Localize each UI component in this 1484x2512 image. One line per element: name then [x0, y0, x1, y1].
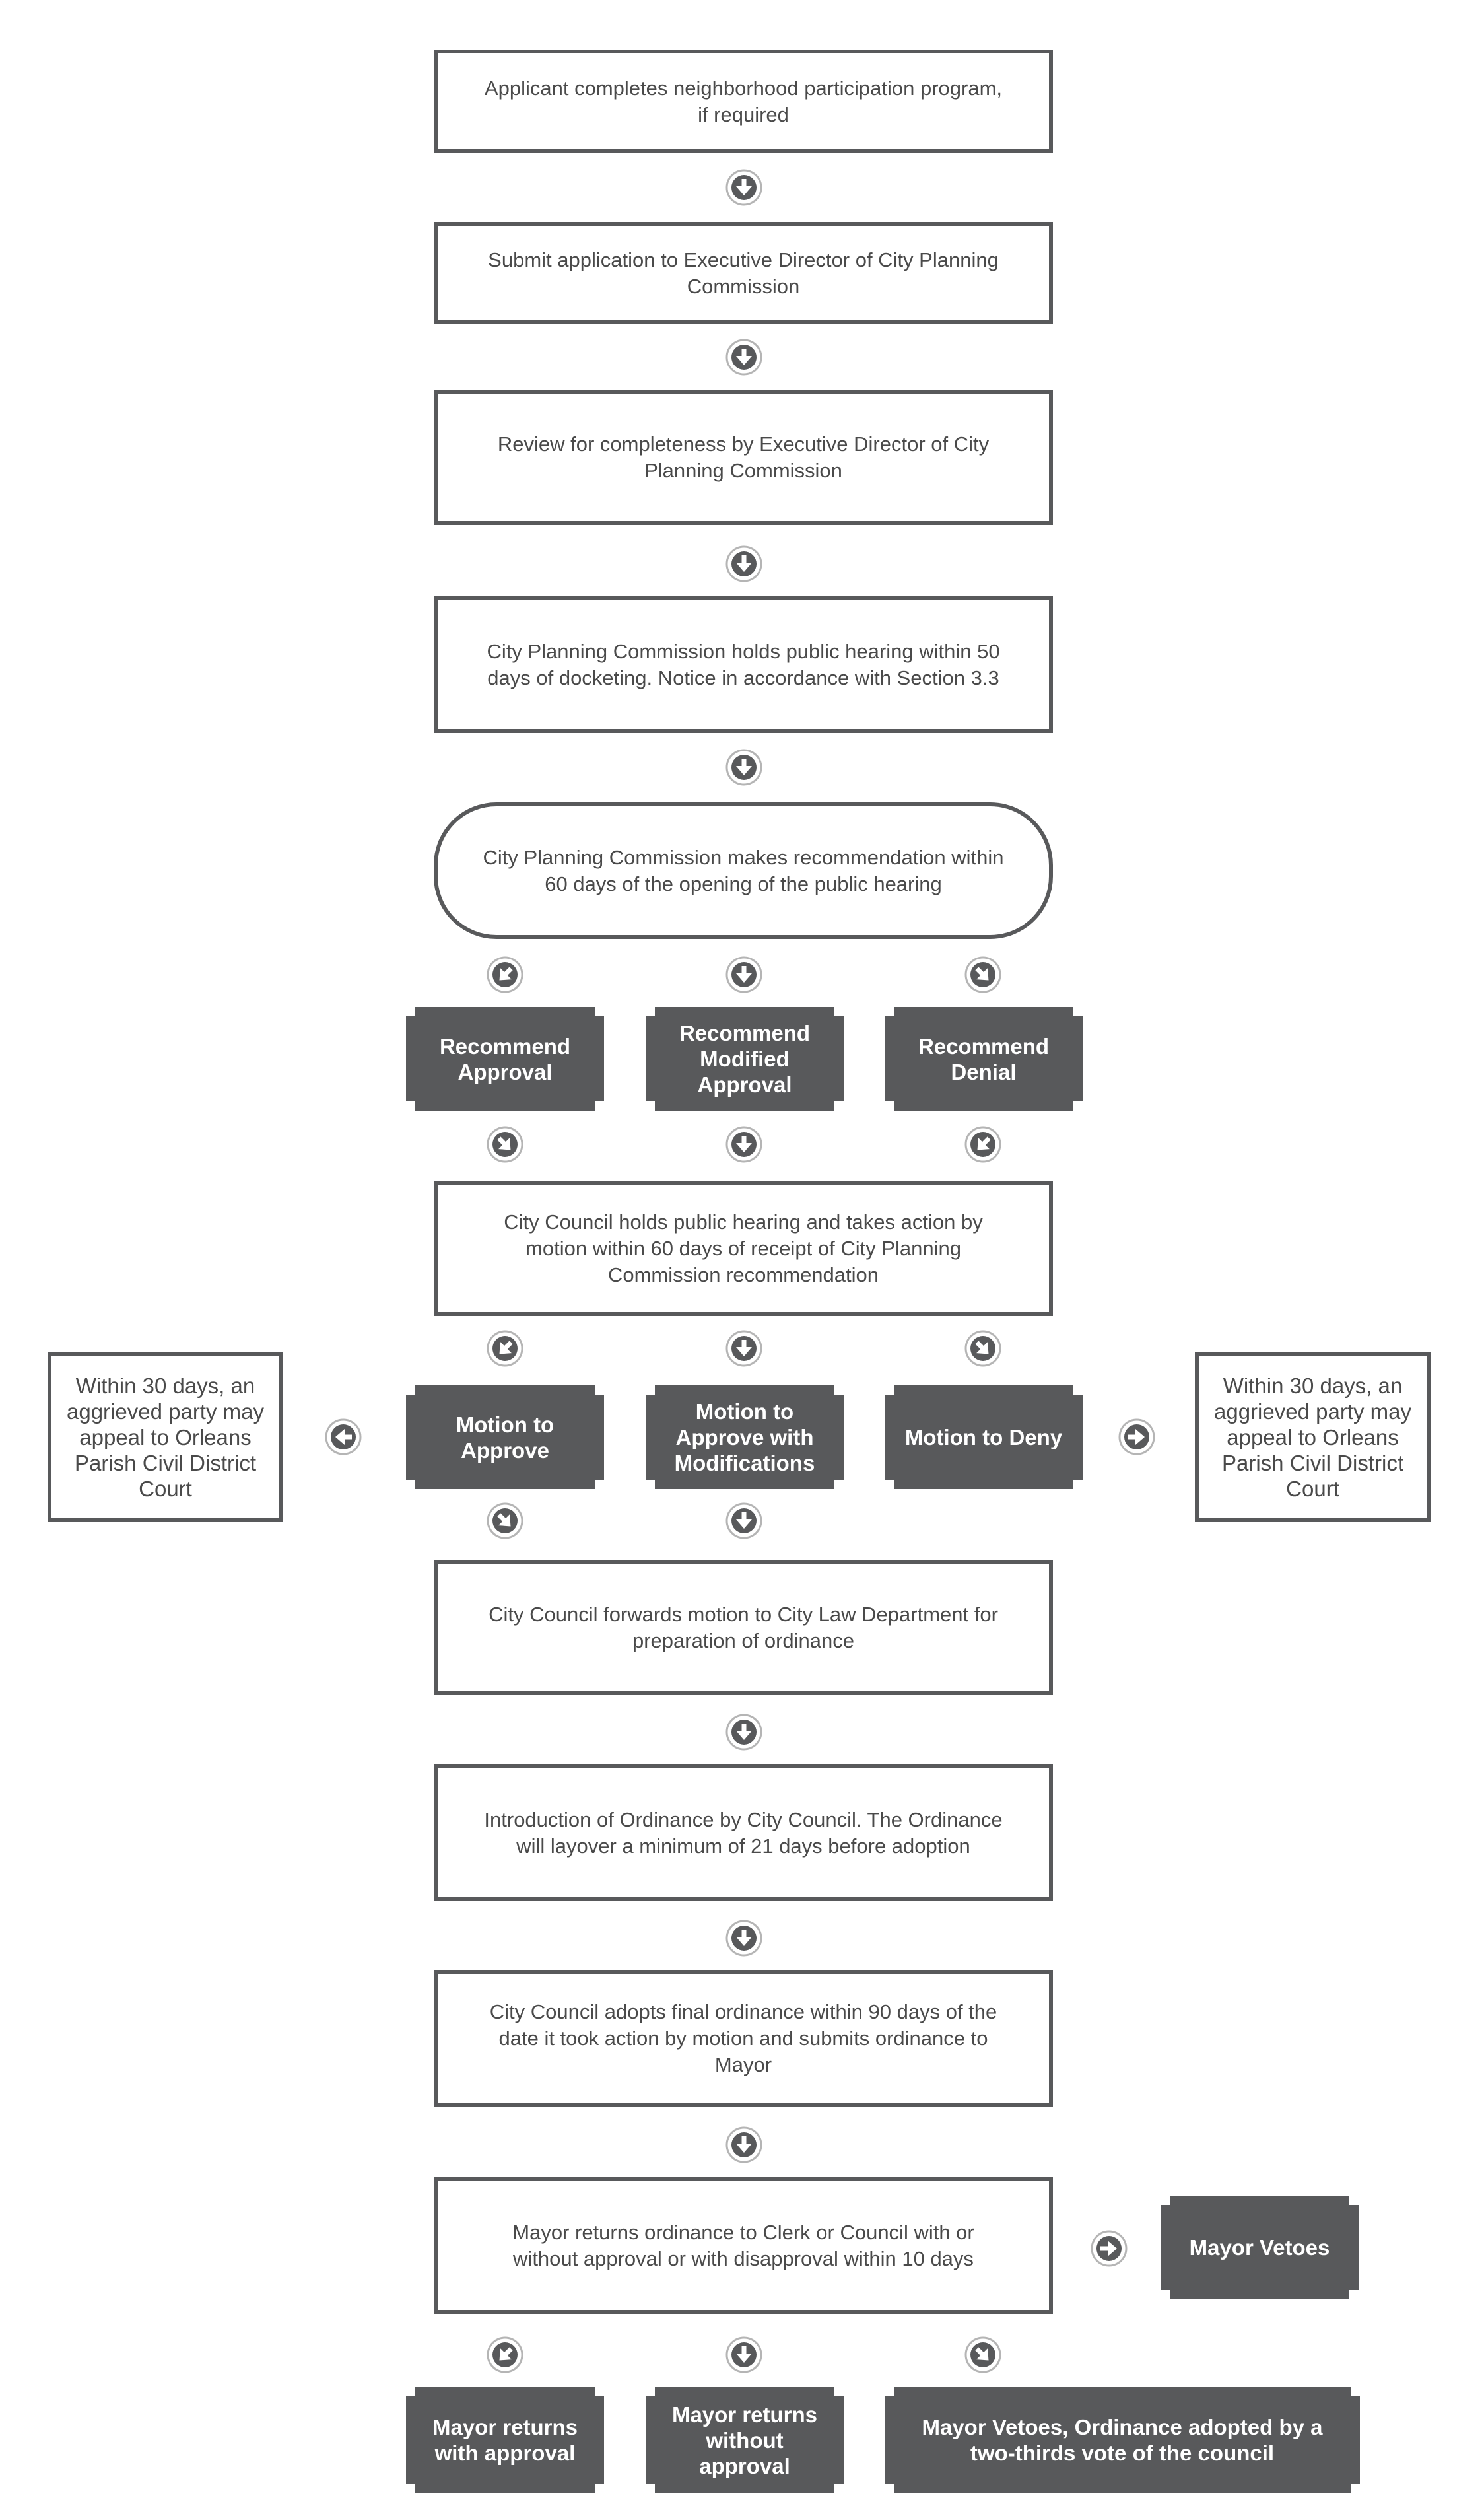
- outcome-text: Mayor Vetoes, Ordinance adopted by a two…: [922, 2415, 1323, 2465]
- step-text: City Council holds public hearing and ta…: [504, 1210, 983, 1286]
- arrow-down-circle-icon: [725, 1714, 762, 1751]
- motion-text: Motion to Deny: [904, 1425, 1063, 1449]
- step-council-hearing: City Council holds public hearing and ta…: [434, 1181, 1053, 1316]
- outcome-text: Mayor returns without approval: [671, 2402, 818, 2478]
- step-completeness-review: Review for completeness by Executive Dir…: [434, 390, 1053, 525]
- arrow-down-circle-icon: [725, 1920, 762, 1957]
- outcome-recommend-denial: Recommend Denial: [885, 1007, 1083, 1111]
- motion-approve: Motion to Approve: [406, 1385, 604, 1489]
- arrow-down-circle-icon: [725, 169, 762, 206]
- arrow-down-left-circle-icon: [487, 2336, 523, 2373]
- arrow-down-circle-icon: [725, 2336, 762, 2373]
- outcome-mayor-vetoes: Mayor Vetoes: [1161, 2196, 1359, 2299]
- arrow-down-right-circle-icon: [964, 1330, 1001, 1367]
- step-text: Submit application to Executive Director…: [488, 248, 999, 298]
- step-text: City Planning Commission holds public he…: [487, 639, 1000, 689]
- outcome-text: Mayor returns with approval: [432, 2415, 578, 2465]
- arrow-down-circle-icon: [725, 956, 762, 993]
- arrow-down-circle-icon: [725, 339, 762, 376]
- outcome-text: Recommend Approval: [439, 1033, 571, 1084]
- step-text: Review for completeness by Executive Dir…: [497, 432, 990, 482]
- arrow-down-circle-icon: [725, 1502, 762, 1539]
- outcome-mayor-veto-override: Mayor Vetoes, Ordinance adopted by a two…: [885, 2387, 1360, 2493]
- arrow-down-circle-icon: [725, 1330, 762, 1367]
- arrow-down-circle-icon: [725, 1126, 762, 1163]
- appeal-box-left: Within 30 days, an aggrieved party may a…: [48, 1352, 283, 1522]
- appeal-box-right: Within 30 days, an aggrieved party may a…: [1195, 1352, 1431, 1522]
- outcome-text: Recommend Denial: [918, 1033, 1050, 1084]
- arrow-down-circle-icon: [725, 545, 762, 582]
- outcome-mayor-returns-with-approval: Mayor returns with approval: [406, 2387, 604, 2493]
- arrow-down-left-circle-icon: [487, 1330, 523, 1367]
- step-submit-application: Submit application to Executive Director…: [434, 222, 1053, 324]
- outcome-recommend-approval: Recommend Approval: [406, 1007, 604, 1111]
- arrow-down-right-circle-icon: [487, 1126, 523, 1163]
- step-cpc-recommendation: City Planning Commission makes recommend…: [434, 802, 1053, 939]
- motion-text: Motion to Approve: [455, 1412, 555, 1463]
- motion-text: Motion to Approve with Modifications: [674, 1399, 815, 1475]
- motion-approve-with-modifications: Motion to Approve with Modifications: [646, 1385, 844, 1489]
- arrow-down-right-circle-icon: [964, 2336, 1001, 2373]
- step-cpc-public-hearing: City Planning Commission holds public he…: [434, 596, 1053, 733]
- step-text: City Council forwards motion to City Law…: [489, 1602, 998, 1652]
- arrow-right-circle-icon: [1118, 1418, 1155, 1455]
- step-text: City Council adopts final ordinance with…: [489, 2000, 997, 2076]
- step-text: City Planning Commission makes recommend…: [483, 845, 1004, 895]
- step-text: Applicant completes neighborhood partici…: [484, 76, 1003, 126]
- outcome-recommend-modified-approval: Recommend Modified Approval: [646, 1007, 844, 1111]
- arrow-down-circle-icon: [725, 749, 762, 786]
- step-ordinance-introduction: Introduction of Ordinance by City Counci…: [434, 1764, 1053, 1901]
- outcome-text: Mayor Vetoes: [1189, 2235, 1330, 2260]
- step-neighborhood-participation: Applicant completes neighborhood partici…: [434, 50, 1053, 153]
- appeal-text: Within 30 days, an aggrieved party may a…: [67, 1374, 264, 1501]
- arrow-down-right-circle-icon: [964, 956, 1001, 993]
- arrow-down-circle-icon: [725, 2126, 762, 2163]
- step-text: Introduction of Ordinance by City Counci…: [484, 1807, 1003, 1858]
- arrow-down-right-circle-icon: [487, 1502, 523, 1539]
- motion-deny: Motion to Deny: [885, 1385, 1083, 1489]
- outcome-text: Recommend Modified Approval: [679, 1021, 811, 1097]
- arrow-down-left-circle-icon: [487, 956, 523, 993]
- step-council-forwards-motion: City Council forwards motion to City Law…: [434, 1560, 1053, 1695]
- step-council-adopts-ordinance: City Council adopts final ordinance with…: [434, 1970, 1053, 2107]
- appeal-text: Within 30 days, an aggrieved party may a…: [1214, 1374, 1411, 1501]
- step-text: Mayor returns ordinance to Clerk or Coun…: [512, 2220, 974, 2270]
- outcome-mayor-returns-without-approval: Mayor returns without approval: [646, 2387, 844, 2493]
- arrow-left-circle-icon: [325, 1418, 362, 1455]
- arrow-right-circle-icon: [1091, 2230, 1128, 2267]
- step-mayor-returns-ordinance: Mayor returns ordinance to Clerk or Coun…: [434, 2177, 1053, 2314]
- arrow-down-left-circle-icon: [964, 1126, 1001, 1163]
